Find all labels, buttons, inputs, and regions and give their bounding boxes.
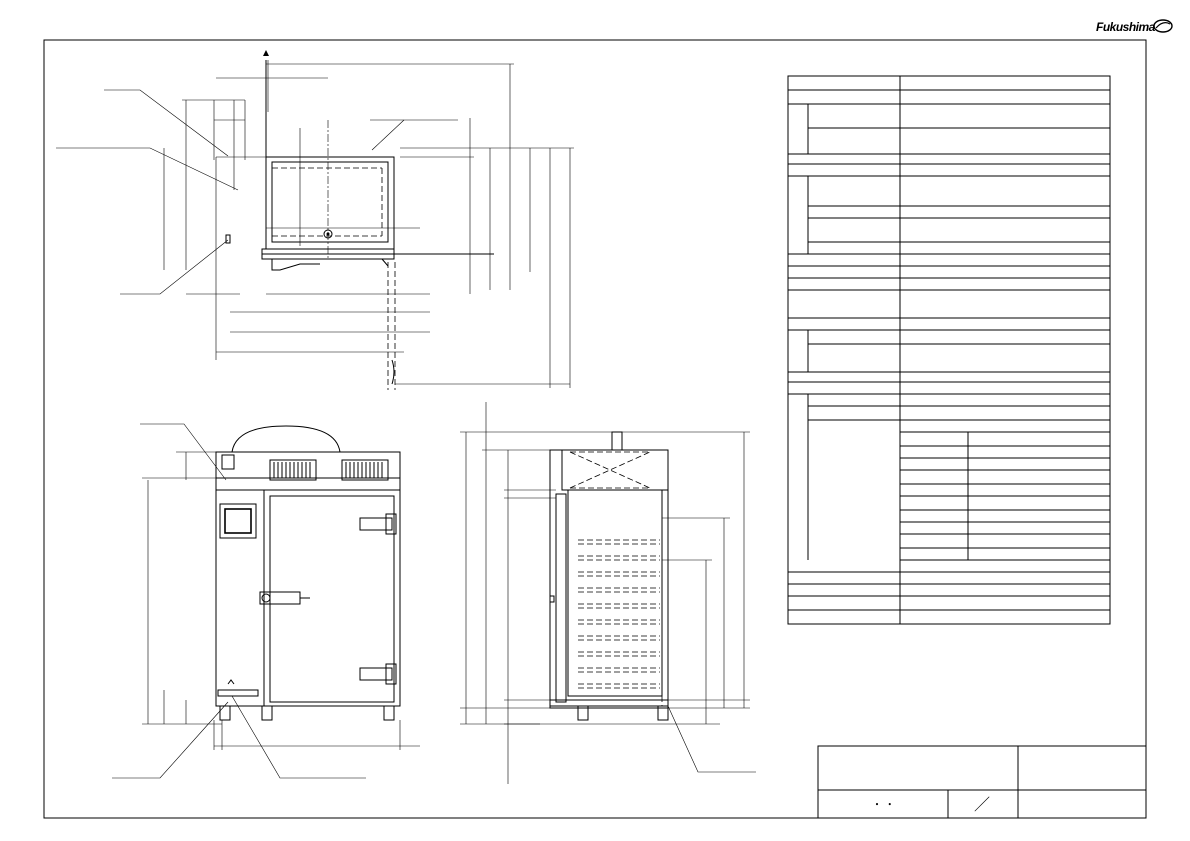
shelves bbox=[578, 539, 660, 689]
sheet-border bbox=[43, 39, 1147, 819]
date-field: ・ ・ bbox=[872, 800, 895, 811]
spec-table bbox=[787, 75, 1111, 625]
scale-field: ／ bbox=[974, 797, 990, 814]
vent-louvers bbox=[269, 459, 389, 481]
brand-logo: Fukushima bbox=[1096, 20, 1155, 34]
side-view bbox=[460, 402, 756, 784]
title-block: ・ ・ ／ bbox=[817, 745, 1147, 819]
control-panel bbox=[219, 503, 257, 539]
fukushima-swirl-icon bbox=[1153, 19, 1173, 33]
front-view bbox=[112, 423, 420, 779]
top-view bbox=[56, 50, 574, 390]
